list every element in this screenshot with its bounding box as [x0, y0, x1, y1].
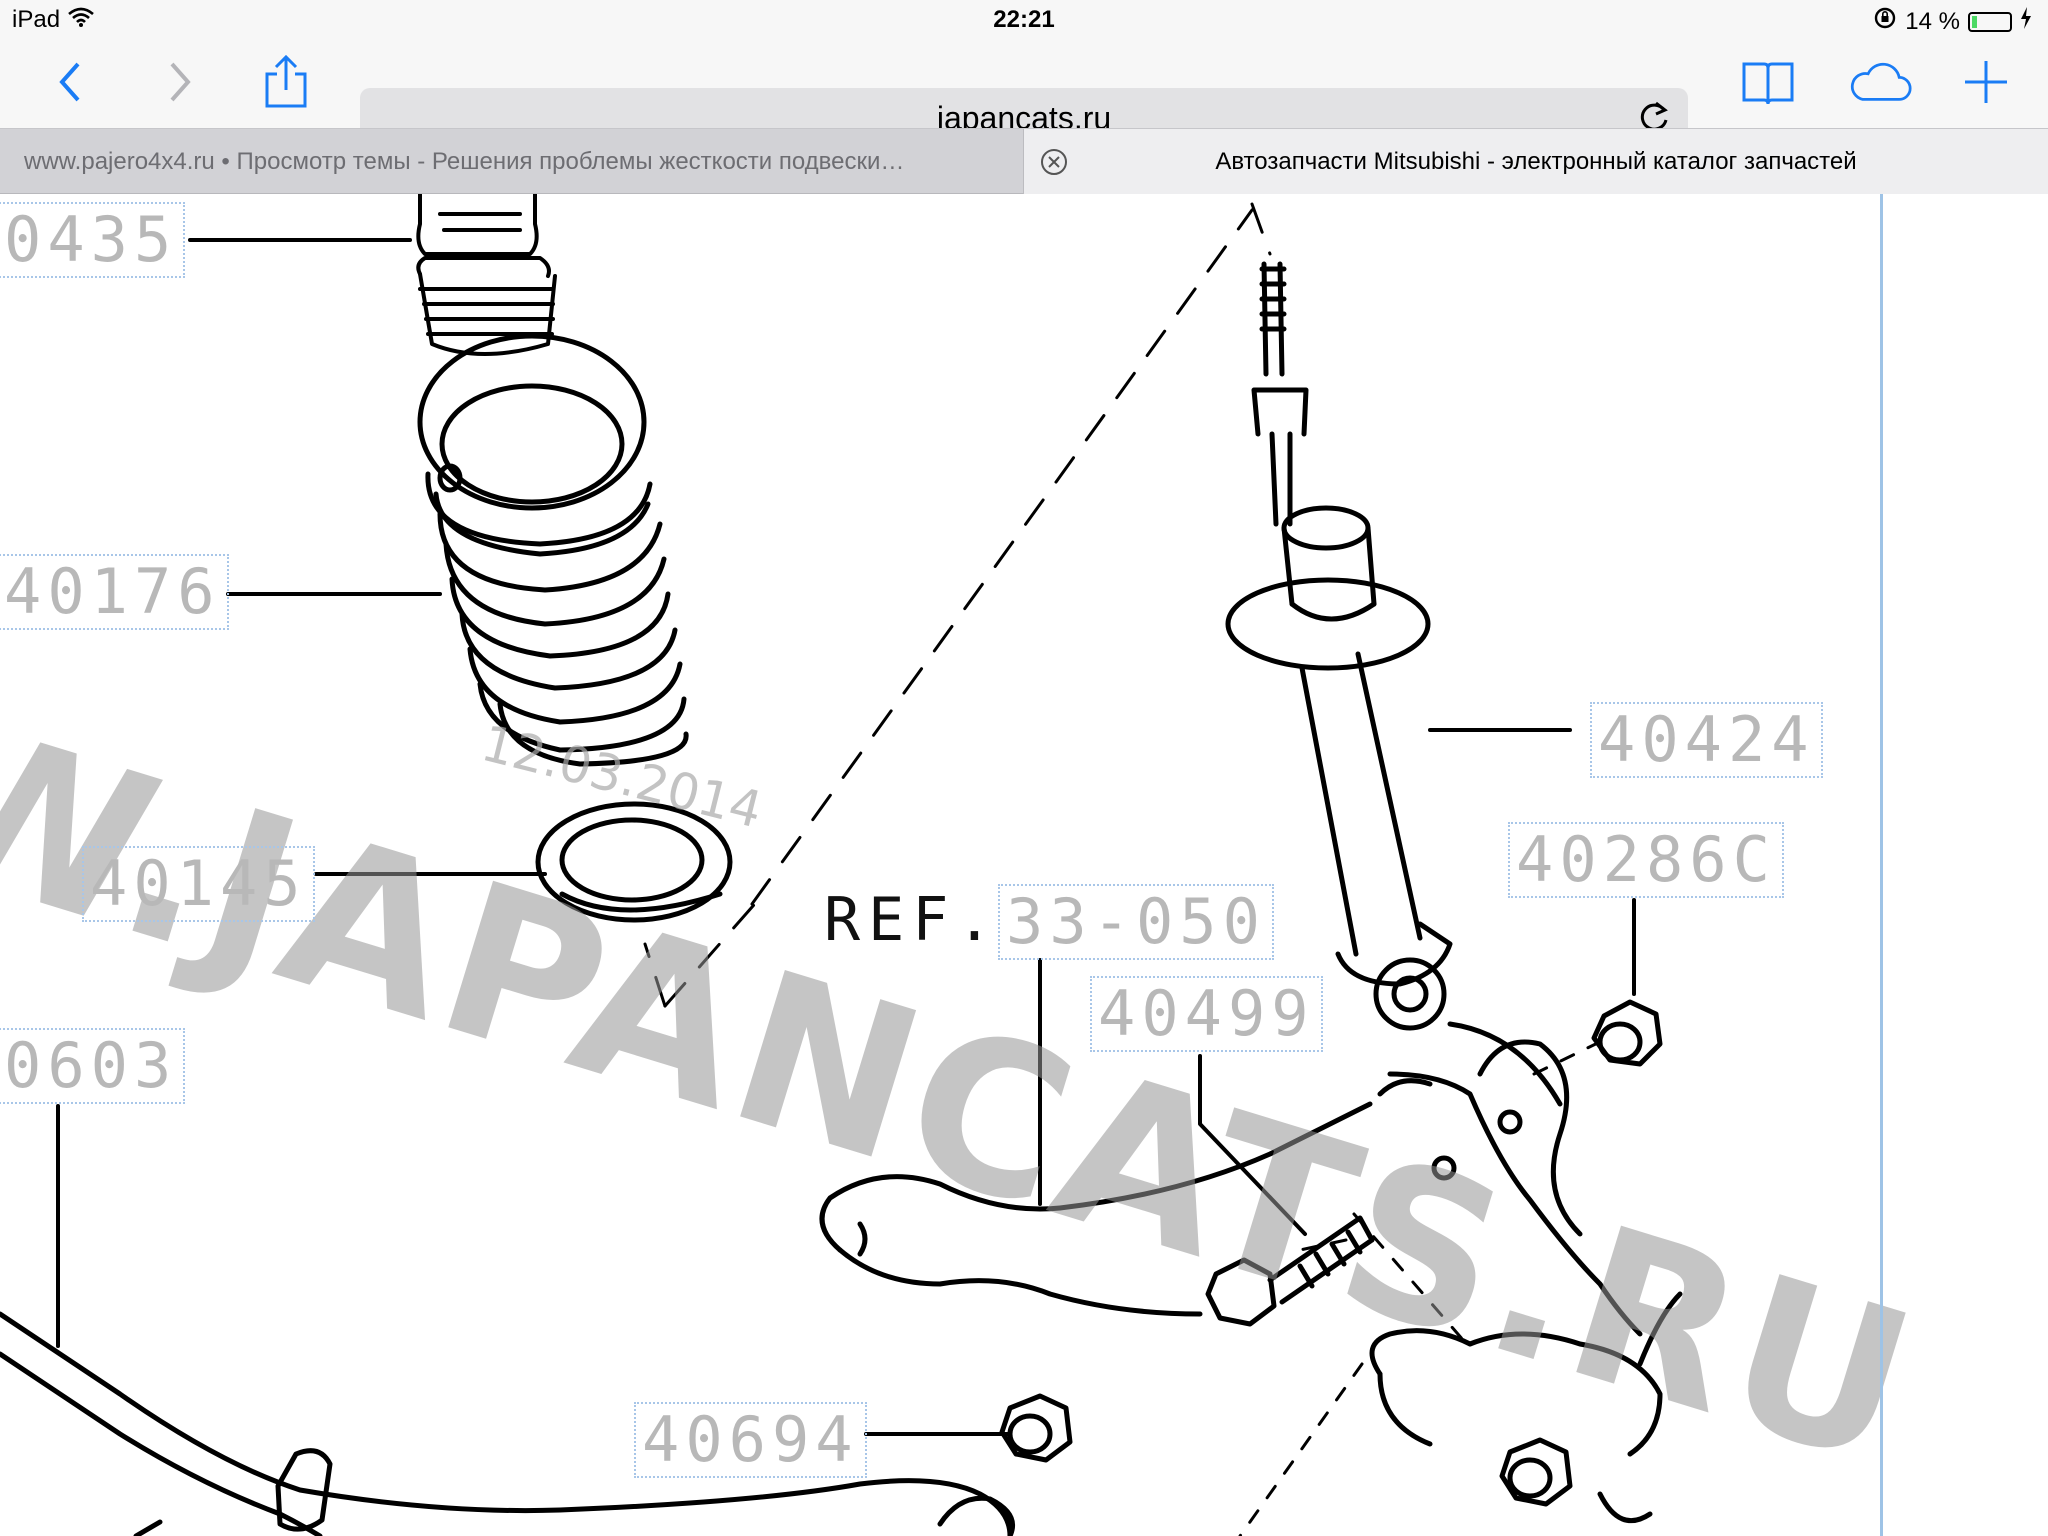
tab-title: Автозапчасти Mitsubishi - электронный ка… — [1215, 148, 1857, 175]
reload-button[interactable] — [1634, 98, 1674, 138]
dashed-ref-lines — [643, 202, 1272, 1008]
charging-icon — [2020, 7, 2032, 36]
plus-icon — [1965, 61, 2007, 103]
status-time: 22:21 — [993, 6, 1055, 33]
ref-prefix: REF. — [824, 885, 1001, 955]
status-bar: iPad 22:21 14 % — [0, 0, 2048, 40]
new-tab-button[interactable] — [1954, 50, 2018, 114]
part-label-40145[interactable]: 40145 — [82, 846, 315, 922]
share-icon — [265, 54, 307, 108]
part-label-40694[interactable]: 40694 — [634, 1402, 867, 1478]
tab-title: www.pajero4x4.ru • Просмотр темы - Решен… — [24, 148, 905, 175]
spring-seat — [535, 801, 733, 923]
nuts — [999, 999, 1663, 1507]
parts-diagram: W.JAPANCATS.RU 12.03.2014 0435 40176 401… — [0, 194, 2048, 1536]
share-button[interactable] — [254, 50, 318, 114]
bump-stop — [416, 194, 557, 356]
status-left: iPad — [12, 6, 94, 34]
part-label-40499[interactable]: 40499 — [1090, 976, 1323, 1052]
page-edge-line — [1880, 194, 1883, 1536]
wifi-icon — [68, 6, 94, 34]
icloud-tabs-button[interactable] — [1848, 50, 1912, 114]
book-icon — [1742, 62, 1794, 105]
tab-mitsubishi-catalog[interactable]: Автозапчасти Mitsubishi - электронный ка… — [1024, 129, 2048, 195]
battery-icon — [1968, 11, 2012, 32]
leader-lines — [56, 238, 1636, 1436]
stabilizer-bar — [0, 1311, 1015, 1536]
suspension-drawing — [0, 194, 1683, 1536]
chevron-right-icon — [170, 62, 191, 102]
dashed-connectors — [1238, 1034, 1614, 1536]
battery-level-fill — [1972, 15, 1977, 28]
close-tab-button[interactable] — [1040, 148, 1068, 176]
tab-pajero-forum[interactable]: www.pajero4x4.ru • Просмотр темы - Решен… — [0, 129, 1024, 195]
status-right: 14 % — [1873, 6, 2032, 37]
cloud-icon — [1850, 62, 1912, 101]
browser-toolbar: japancats.ru — [0, 40, 2048, 146]
back-button[interactable] — [38, 50, 102, 114]
reload-icon — [1640, 101, 1668, 131]
bookmarks-button[interactable] — [1736, 50, 1800, 114]
upper-arm — [819, 1021, 1643, 1337]
knuckle — [1369, 1291, 1683, 1524]
coil-spring — [417, 333, 689, 767]
ref-label-33-050[interactable]: 33-050 — [998, 884, 1274, 960]
battery-percent: 14 % — [1905, 7, 1960, 35]
device-name: iPad — [12, 6, 61, 33]
part-label-0435[interactable]: 0435 — [0, 202, 186, 278]
part-label-0603[interactable]: 0603 — [0, 1028, 186, 1104]
chevron-left-icon — [59, 62, 80, 102]
part-label-40424[interactable]: 40424 — [1590, 702, 1823, 778]
forward-button[interactable] — [148, 50, 212, 114]
tab-bar: www.pajero4x4.ru • Просмотр темы - Решен… — [0, 128, 2048, 195]
part-label-40286C[interactable]: 40286C — [1508, 822, 1784, 898]
part-label-40176[interactable]: 40176 — [0, 554, 229, 630]
rotation-lock-icon — [1873, 6, 1897, 37]
shock-absorber — [1225, 261, 1453, 1031]
close-icon — [1041, 149, 1067, 175]
